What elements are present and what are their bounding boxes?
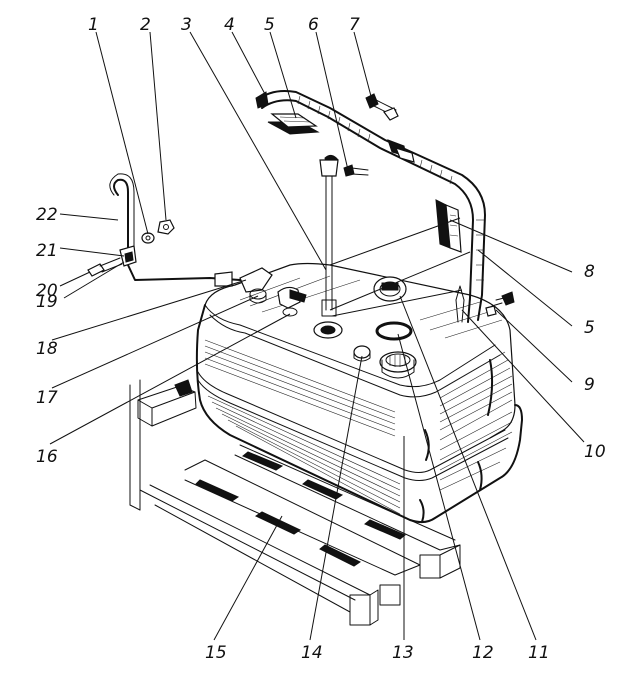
callout-1: 1 [88,15,99,35]
filler-cap [373,276,407,302]
frame-rails [129,379,461,626]
callout-3: 3 [181,15,192,35]
callout-17: 17 [36,388,58,408]
washer-and-nut [141,219,175,244]
strap-pad-side [435,199,462,253]
callout-19: 19 [36,292,58,312]
callout-21: 21 [36,241,58,261]
mounting-strap [255,90,486,323]
vent-valve [277,286,307,317]
fuel-level-sender [313,154,343,339]
callout-labels: 1 2 3 4 5 6 7 8 5 9 10 11 12 13 14 15 16… [36,15,606,663]
callout-5-right: 5 [584,318,595,338]
strap-bolt-small [343,164,369,177]
fuel-line [109,173,241,287]
callout-2: 2 [140,15,151,35]
callout-10: 10 [584,442,606,462]
callout-14: 14 [301,643,323,663]
callout-11: 11 [528,643,550,663]
callout-5-top: 5 [264,15,275,35]
callout-22: 22 [36,205,58,225]
callout-9: 9 [584,375,595,395]
callout-7: 7 [349,15,360,35]
strap-bolt-top [365,93,399,121]
callout-12: 12 [472,643,494,663]
callout-6: 6 [308,15,319,35]
callout-15: 15 [205,643,227,663]
callout-4: 4 [224,15,235,35]
callout-18: 18 [36,339,58,359]
strap-bolt-right [485,291,515,317]
callout-13: 13 [392,643,414,663]
tank-shading [204,275,513,515]
filler-gasket [375,321,413,341]
callout-8: 8 [584,262,595,282]
bracket-clamp [119,245,137,267]
drain-plug [353,345,371,362]
leader-lines [49,31,585,641]
mounting-bolt-left [87,257,123,277]
callout-16: 16 [36,447,58,467]
strap-pad-upper [267,113,320,135]
callout-20: 20 [36,281,58,301]
